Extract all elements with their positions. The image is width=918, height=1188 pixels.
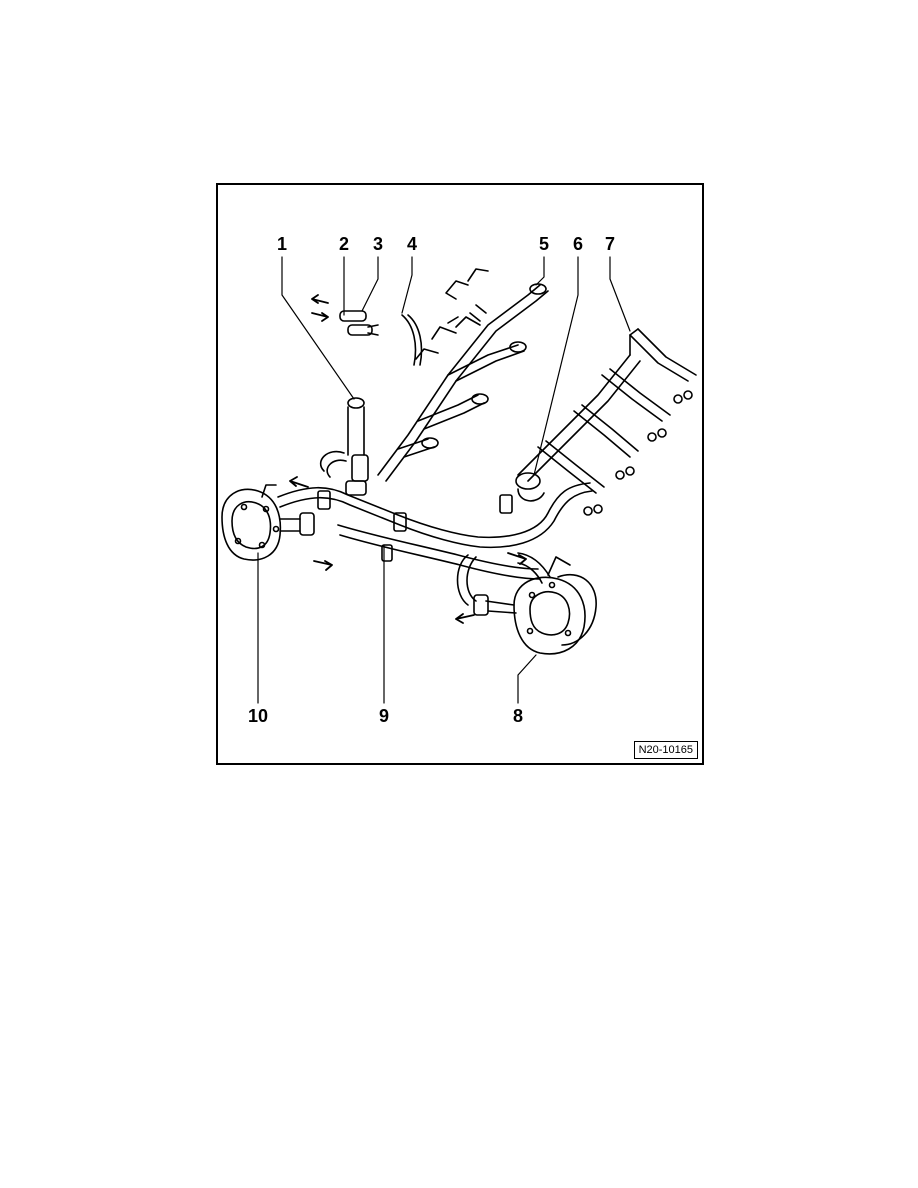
callout-7: 7 xyxy=(604,234,616,254)
figure-frame: 1 2 3 4 5 6 7 8 9 10 N20-10165 xyxy=(216,183,704,765)
callout-10: 10 xyxy=(247,706,269,726)
figure-reference-code: N20-10165 xyxy=(633,740,698,759)
hose-stubs xyxy=(339,310,423,366)
callout-5: 5 xyxy=(538,234,550,254)
fuel-pump-right xyxy=(473,556,597,655)
callout-8: 8 xyxy=(512,706,524,726)
callout-2: 2 xyxy=(338,234,350,254)
callout-3: 3 xyxy=(372,234,384,254)
callout-9: 9 xyxy=(378,706,390,726)
fuel-rail-left-bank xyxy=(377,268,549,482)
main-fuel-line xyxy=(277,482,593,580)
return-hose xyxy=(456,552,551,606)
fuel-line-diagram xyxy=(221,256,697,704)
fuel-pump-left xyxy=(221,484,315,561)
callout-1: 1 xyxy=(276,234,288,254)
flow-arrows xyxy=(289,294,527,624)
callout-6: 6 xyxy=(572,234,584,254)
leader-lines xyxy=(257,256,631,704)
hose-clamps xyxy=(317,490,513,562)
junction-fittings xyxy=(319,397,369,496)
fuel-rail-right-bank xyxy=(515,328,697,516)
callout-4: 4 xyxy=(406,234,418,254)
